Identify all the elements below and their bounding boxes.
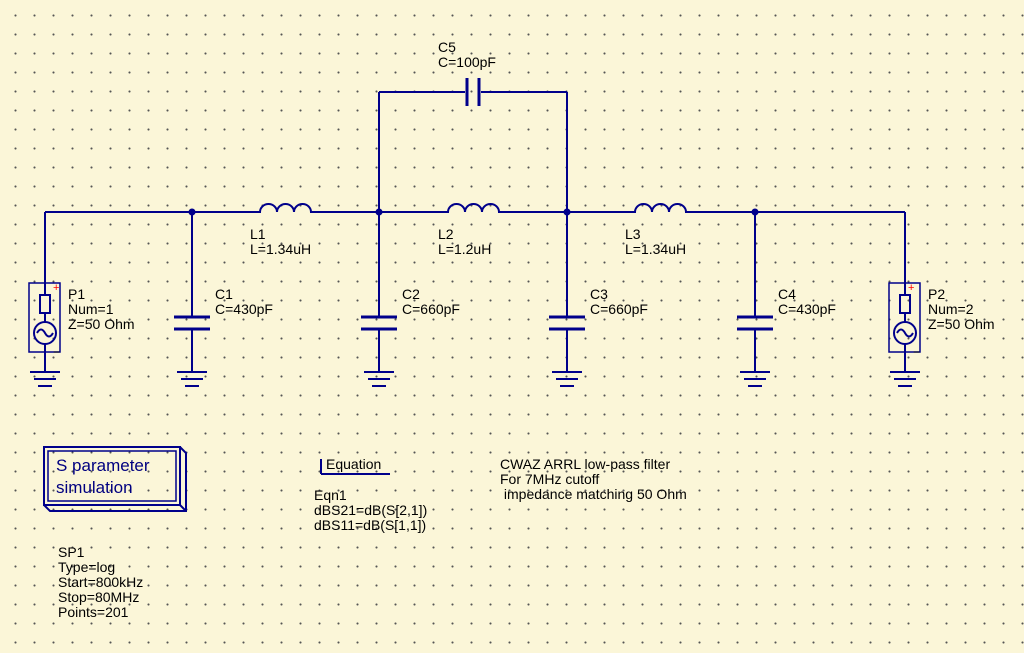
svg-text:−: − [53,345,60,359]
sim-box-line1: S parameter [56,456,150,475]
sim-box-line2: simulation [56,478,133,497]
p2-name: P2 [928,286,946,302]
p2-symbol: + − [888,282,921,387]
junction-c4 [751,208,759,216]
note-line1[interactable]: CWAZ ARRL low-pass filter [500,456,671,472]
p2-num[interactable]: Num=2 [928,301,974,317]
c2-name: C2 [402,286,420,302]
c5-symbol [465,78,481,106]
sim-points[interactable]: Points=201 [58,604,129,620]
p2-impedance[interactable]: Z=50 Ohm [928,316,995,332]
l2-value[interactable]: L=1.2uH [438,241,492,257]
p1-name: P1 [68,286,86,302]
equation-name: Eqn1 [314,487,347,503]
l3-symbol [625,203,688,213]
equation-bracket [320,459,390,475]
equation-title[interactable]: Equation [326,456,382,472]
l3-name: L3 [625,226,641,242]
c3-value[interactable]: C=660pF [590,301,648,317]
equation-line1[interactable]: dBS21=dB(S[2,1]) [314,502,428,518]
c5-value[interactable]: C=100pF [438,54,496,70]
l1-value[interactable]: L=1.34uH [250,241,312,257]
c1-value[interactable]: C=430pF [215,301,273,317]
sim-name: SP1 [58,544,85,560]
c3-name: C3 [590,286,608,302]
sim-box[interactable]: S parameter simulation [56,455,150,499]
l3-value[interactable]: L=1.34uH [625,241,687,257]
c4-value[interactable]: C=430pF [778,301,836,317]
c3-symbol [549,212,585,387]
note-line2[interactable]: For 7MHz cutoff [500,471,600,487]
sim-type[interactable]: Type=log [58,559,116,575]
sim-box-frame [43,446,187,512]
note-line3[interactable]: impedance matching 50 Ohm [500,486,687,502]
svg-text:+: + [908,282,914,294]
p1-num[interactable]: Num=1 [68,301,114,317]
c1-symbol [174,212,210,387]
p1-symbol: + − [28,282,61,387]
l1-symbol [250,203,313,213]
l1-name: L1 [250,226,266,242]
c2-value[interactable]: C=660pF [402,301,460,317]
sim-start[interactable]: Start=800kHz [58,574,144,590]
c1-name: C1 [215,286,233,302]
c5-name: C5 [438,39,456,55]
c2-symbol [361,212,397,387]
sim-stop[interactable]: Stop=80MHz [58,589,140,605]
c4-symbol [737,212,773,387]
l2-symbol [438,203,501,213]
svg-text:−: − [913,345,920,359]
svg-text:+: + [53,282,59,294]
l2-name: L2 [438,226,454,242]
junction-c1 [188,208,196,216]
equation-line2[interactable]: dBS11=dB(S[1,1]) [314,517,427,533]
junction-c3 [563,208,571,216]
p1-impedance[interactable]: Z=50 Ohm [68,316,135,332]
junction-c2 [375,208,383,216]
c4-name: C4 [778,286,796,302]
